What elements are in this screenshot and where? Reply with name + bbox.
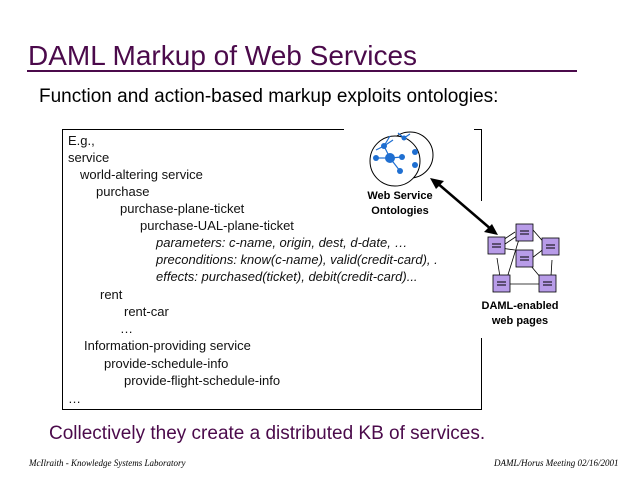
tree-line: rent xyxy=(100,287,123,302)
bracket-box-right-cap xyxy=(474,129,482,130)
ontology-node xyxy=(412,149,418,155)
double-arrow-icon xyxy=(430,178,498,235)
web-page-node xyxy=(487,236,506,255)
tree-line: world-altering service xyxy=(80,167,203,182)
web-page-node xyxy=(515,223,534,242)
footer-right: DAML/Horus Meeting 02/16/2001 xyxy=(494,458,619,468)
tree-line: purchase-plane-ticket xyxy=(120,201,245,216)
tree-line: service xyxy=(68,150,110,165)
ontology-node xyxy=(381,143,387,149)
ontology-node xyxy=(412,162,418,168)
tree-line-effects: effects: purchased(ticket), debit(credit… xyxy=(156,269,418,284)
bracket-box-right-upper xyxy=(481,129,482,201)
ontology-label-line1: Web Service xyxy=(367,190,433,202)
pages-label-line2: web pages xyxy=(491,315,549,327)
slide-title: DAML Markup of Web Services xyxy=(28,40,418,71)
ontology-node xyxy=(399,154,405,160)
web-page-node xyxy=(541,237,560,256)
ontology-node xyxy=(397,168,403,174)
title-underline xyxy=(27,70,577,72)
ontology-node xyxy=(401,135,407,141)
web-page-node xyxy=(538,274,557,293)
daml-web-pages-icon xyxy=(487,223,560,293)
tree-line: provide-schedule-info xyxy=(104,356,229,371)
conclusion-text: Collectively they create a distributed K… xyxy=(49,423,486,444)
tree-line: provide-flight-schedule-info xyxy=(124,373,281,388)
bracket-box-top xyxy=(62,129,344,130)
bracket-box-left xyxy=(62,129,63,410)
web-page-node xyxy=(492,274,511,293)
tree-line: rent-car xyxy=(124,304,169,319)
footer-left: McIlraith - Knowledge Systems Laboratory xyxy=(29,458,186,468)
ontology-node xyxy=(373,155,379,161)
tree-line: E.g., xyxy=(68,133,95,148)
tree-line: purchase-UAL-plane-ticket xyxy=(140,218,294,233)
tree-line-preconditions: preconditions: know(c-name), valid(credi… xyxy=(156,252,438,267)
tree-line: Information-providing service xyxy=(84,338,251,353)
slide-subtitle: Function and action-based markup exploit… xyxy=(39,86,499,107)
ontology-network-icon xyxy=(369,131,434,187)
tree-line-parameters: parameters: c-name, origin, dest, d-date… xyxy=(156,235,408,250)
bracket-box-bottom xyxy=(62,409,482,410)
tree-line: … xyxy=(68,391,81,406)
pages-label-line1: DAML-enabled xyxy=(481,300,559,312)
tree-line: purchase xyxy=(96,184,150,199)
web-page-node xyxy=(515,249,534,268)
tree-line: … xyxy=(120,321,133,336)
ontology-node xyxy=(385,153,395,163)
bracket-box-right-lower xyxy=(481,338,482,410)
ontology-label-line2: Ontologies xyxy=(371,205,429,217)
